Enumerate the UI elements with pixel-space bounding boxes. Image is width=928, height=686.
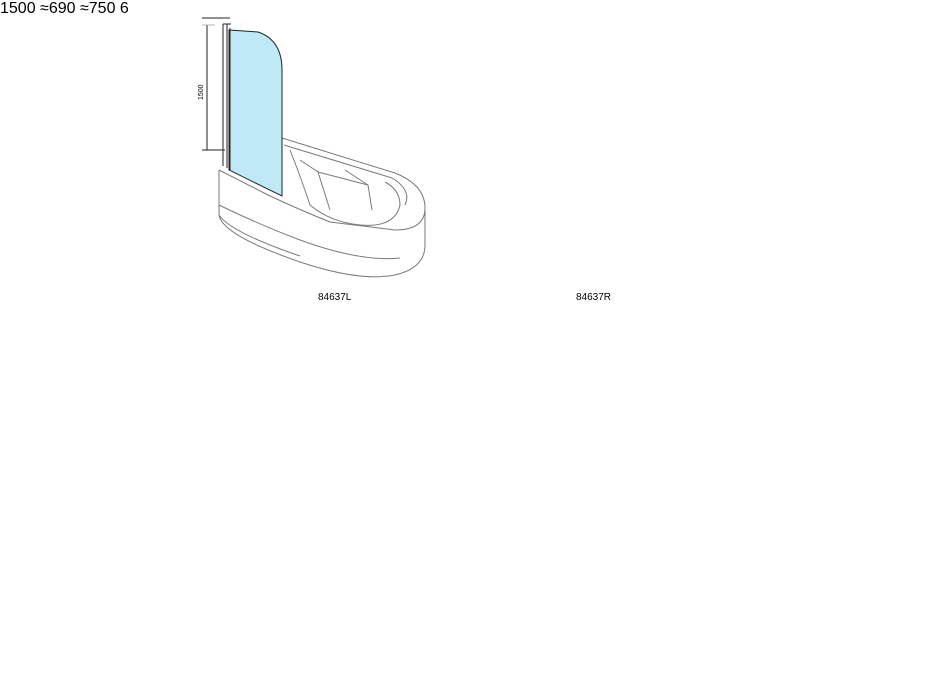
height-dimension-left: [202, 17, 230, 151]
model-label-left: 84637L: [318, 292, 352, 303]
height-label-left: 1500: [198, 84, 205, 100]
height-label-right: 1500: [0, 0, 36, 17]
width-label-690: ≈690: [40, 0, 76, 17]
bathtub-left-view: [218, 137, 426, 278]
model-label-right: 84637R: [576, 292, 612, 303]
width-label-750: ≈750: [79, 0, 116, 17]
glass-panel-left: [222, 23, 283, 197]
detail-gap-label: 6: [119, 0, 129, 17]
